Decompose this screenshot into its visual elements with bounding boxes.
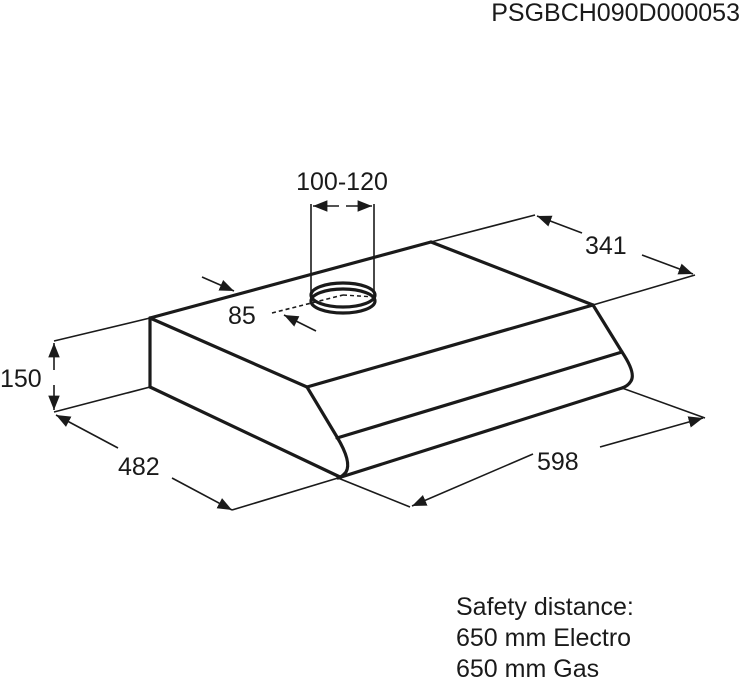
dim-height: 150 — [0, 365, 42, 393]
duct-collar — [309, 281, 377, 315]
hood-outline — [148, 240, 634, 480]
safety-gas: 650 mm Gas — [456, 655, 600, 683]
dim-duct-diameter: 100-120 — [296, 168, 388, 196]
safety-title: Safety distance: — [456, 593, 634, 621]
product-code: PSGBCH090D000053 — [491, 0, 740, 27]
dim-depth-top: 341 — [585, 232, 627, 260]
dim-depth: 482 — [118, 453, 160, 481]
dimension-lines — [48, 200, 706, 511]
dim-width: 598 — [537, 448, 579, 476]
dimension-labels: 100-120 85 341 150 482 598 — [0, 168, 627, 481]
dim-duct-offset: 85 — [228, 302, 256, 330]
safety-distance-note: Safety distance: 650 mm Electro 650 mm G… — [456, 592, 634, 685]
safety-electro: 650 mm Electro — [456, 624, 632, 652]
